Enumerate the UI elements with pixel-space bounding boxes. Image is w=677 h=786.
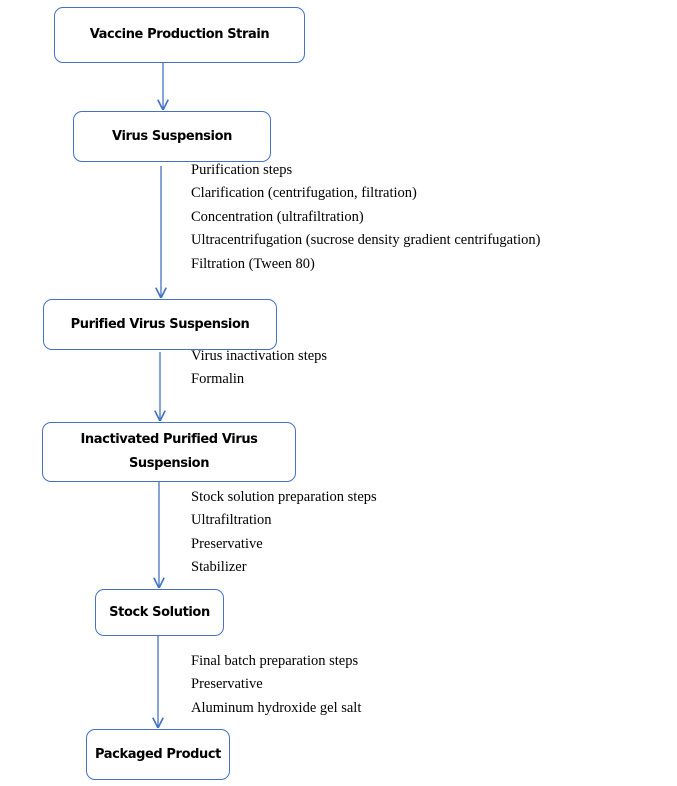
step-label: Inactivated Purified Virus Suspension: [80, 432, 258, 471]
step-label: Purified Virus Suspension: [70, 316, 250, 332]
note-line: Ultrafiltration: [191, 512, 272, 529]
note-line: Preservative: [191, 676, 263, 693]
note-line: Purification steps: [191, 162, 293, 178]
note-line: Filtration (Tween 80): [191, 255, 315, 272]
note-line: Formalin: [191, 371, 245, 388]
step-label: Packaged Product: [95, 746, 221, 762]
step-inactivated-purified-virus-suspension: Inactivated Purified Virus Suspension: [42, 422, 296, 482]
step-virus-suspension: Virus Suspension: [73, 111, 271, 162]
notes-inactivation: Virus inactivation steps Formalin: [191, 345, 327, 392]
step-purified-virus-suspension: Purified Virus Suspension: [43, 299, 277, 350]
note-line: Virus inactivation steps: [191, 348, 328, 364]
step-label: Virus Suspension: [112, 128, 232, 144]
notes-stock-preparation: Stock solution preparation steps Ultrafi…: [191, 486, 377, 580]
note-line: Ultracentrifugation (sucrose density gra…: [191, 232, 541, 249]
note-line: Aluminum hydroxide gel salt: [191, 699, 362, 716]
note-line: Stock solution preparation steps: [191, 489, 377, 505]
note-line: Final batch preparation steps: [191, 653, 359, 669]
note-line: Clarification (centrifugation, filtratio…: [191, 185, 417, 202]
notes-final-batch: Final batch preparation steps Preservati…: [191, 650, 361, 720]
step-stock-solution: Stock Solution: [95, 589, 224, 636]
notes-purification: Purification steps Clarification (centri…: [191, 159, 541, 276]
note-line: Concentration (ultrafiltration): [191, 208, 364, 225]
note-line: Preservative: [191, 535, 263, 552]
step-label: Vaccine Production Strain: [89, 27, 270, 42]
step-packaged-product: Packaged Product: [86, 729, 230, 780]
step-vaccine-production-strain: Vaccine Production Strain: [54, 7, 305, 63]
note-line: Stabilizer: [191, 559, 247, 576]
step-label: Stock Solution: [109, 604, 210, 620]
